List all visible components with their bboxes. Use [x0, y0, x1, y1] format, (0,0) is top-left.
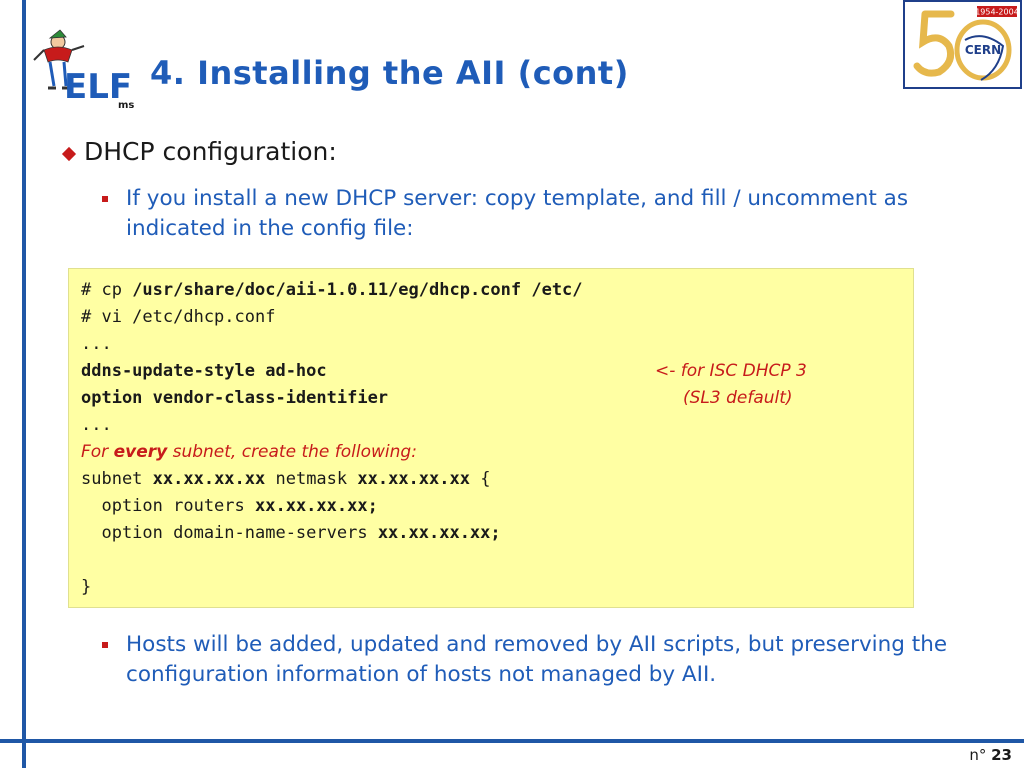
code-line-2: # vi /etc/dhcp.conf [81, 307, 276, 327]
code-line-10: option domain-name-servers xx.xx.xx.xx; [81, 520, 901, 547]
slide-title: 4. Installing the AII (cont) [150, 54, 629, 92]
code-open-brace: { [469, 469, 491, 489]
code-line-11-blank [81, 547, 901, 574]
code-vendor-option: option vendor-class-identifier [81, 388, 389, 408]
code-ddns-setting: ddns-update-style ad-hoc [81, 361, 327, 381]
code-line-8: subnet xx.xx.xx.xx netmask xx.xx.xx.xx { [81, 466, 901, 493]
config-code-block: # cp /usr/share/doc/aii-1.0.11/eg/dhcp.c… [68, 268, 914, 608]
code-dns-option: option domain-name-servers [81, 523, 378, 543]
code-note-isc: <- for ISC DHCP 3 [655, 361, 807, 381]
page-number-value: 23 [991, 746, 1012, 764]
page-number: n° 23 [969, 746, 1012, 764]
left-vertical-rule [22, 0, 26, 768]
square-bullet-icon [102, 196, 108, 202]
bullet-dhcp-text: DHCP configuration: [84, 137, 337, 166]
code-line-5: option vendor-class-identifier (SL3 defau… [81, 385, 901, 412]
code-netmask-address: xx.xx.xx.xx [357, 469, 470, 489]
code-cp-path: /usr/share/doc/aii-1.0.11/eg/dhcp.conf /… [132, 280, 583, 300]
square-bullet-icon [102, 642, 108, 648]
code-cp-command: # cp [81, 280, 133, 300]
code-line-9: option routers xx.xx.xx.xx; [81, 493, 901, 520]
sub-bullet-hosts: Hosts will be added, updated and removed… [102, 630, 992, 690]
code-subnet-address: xx.xx.xx.xx [152, 469, 266, 489]
page-number-label: n° [969, 746, 987, 764]
code-comment-post: subnet, create the following: [167, 442, 417, 462]
code-subnet-keyword: subnet [81, 469, 153, 489]
elf-logo-subtext: ms [118, 100, 134, 110]
cern-50-logo-icon: 1954-2004 CERN [903, 0, 1022, 89]
code-line-4: ddns-update-style ad-hoc <- for ISC DHCP … [81, 358, 901, 385]
sub-bullet-hosts-text: Hosts will be added, updated and removed… [126, 632, 948, 687]
code-comment-every: every [113, 442, 168, 462]
code-line-12: } [81, 577, 92, 597]
cern-logo-text: CERN [965, 43, 1001, 57]
elf-logo-icon: ELF ms [33, 29, 134, 110]
code-routers-address: xx.xx.xx.xx; [255, 496, 378, 516]
code-comment-pre: For [81, 442, 114, 462]
sub-bullet-new-server-text: If you install a new DHCP server: copy t… [126, 186, 909, 241]
code-routers-option: option routers [81, 496, 255, 516]
bottom-horizontal-rule [0, 739, 1024, 743]
sub-bullet-new-server: If you install a new DHCP server: copy t… [102, 184, 992, 244]
code-netmask-keyword: netmask [265, 469, 358, 489]
code-dns-address: xx.xx.xx.xx; [377, 523, 501, 543]
bullet-dhcp: DHCP configuration: [61, 137, 337, 166]
code-line-6: ... [81, 415, 112, 435]
diamond-bullet-icon [61, 146, 77, 161]
code-note-sl3: (SL3 default) [683, 388, 793, 408]
code-line-3: ... [81, 334, 112, 354]
code-line-1: # cp /usr/share/doc/aii-1.0.11/eg/dhcp.c… [81, 277, 901, 304]
elf-logo-text: ELF [64, 67, 132, 107]
code-line-7: For every subnet, create the following: [81, 439, 901, 466]
code-comment-subnet: For every subnet, create the following: [81, 442, 417, 462]
cern-logo-years: 1954-2004 [975, 8, 1019, 17]
